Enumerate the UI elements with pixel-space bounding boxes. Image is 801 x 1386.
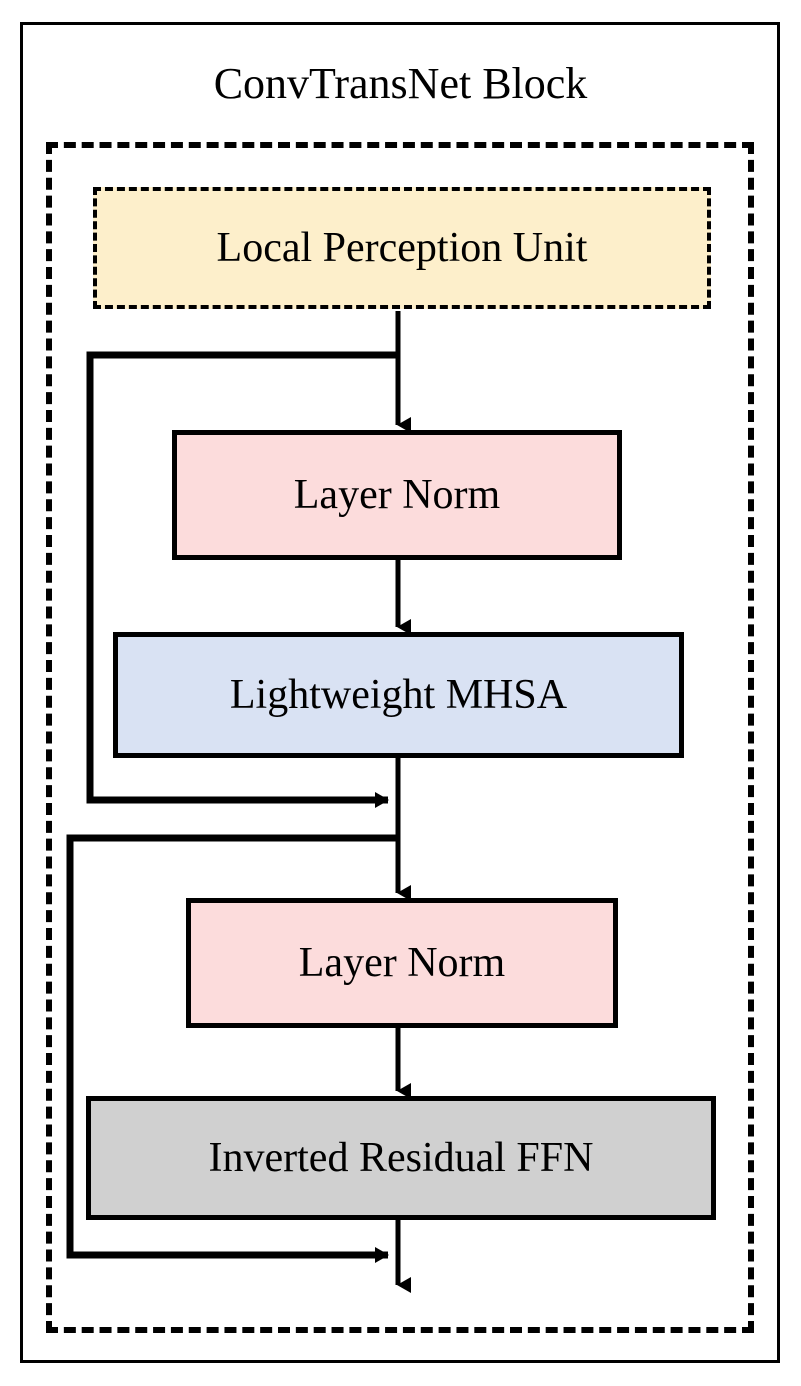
node-layer-norm-1-label: Layer Norm — [293, 472, 501, 518]
node-inverted-residual-ffn-label: Inverted Residual FFN — [208, 1135, 594, 1181]
page-title: ConvTransNet Block — [213, 59, 588, 108]
node-layer-norm-1[interactable]: Layer Norm — [172, 430, 622, 560]
convtransnet-block-container — [46, 142, 754, 1333]
node-local-perception-unit[interactable]: Local Perception Unit — [93, 187, 711, 309]
node-lightweight-mhsa-label: Lightweight MHSA — [229, 672, 568, 718]
node-inverted-residual-ffn[interactable]: Inverted Residual FFN — [86, 1096, 716, 1220]
node-layer-norm-2-label: Layer Norm — [298, 940, 506, 986]
node-layer-norm-2[interactable]: Layer Norm — [186, 898, 618, 1028]
node-lightweight-mhsa[interactable]: Lightweight MHSA — [113, 632, 684, 758]
node-local-perception-unit-label: Local Perception Unit — [216, 225, 588, 271]
